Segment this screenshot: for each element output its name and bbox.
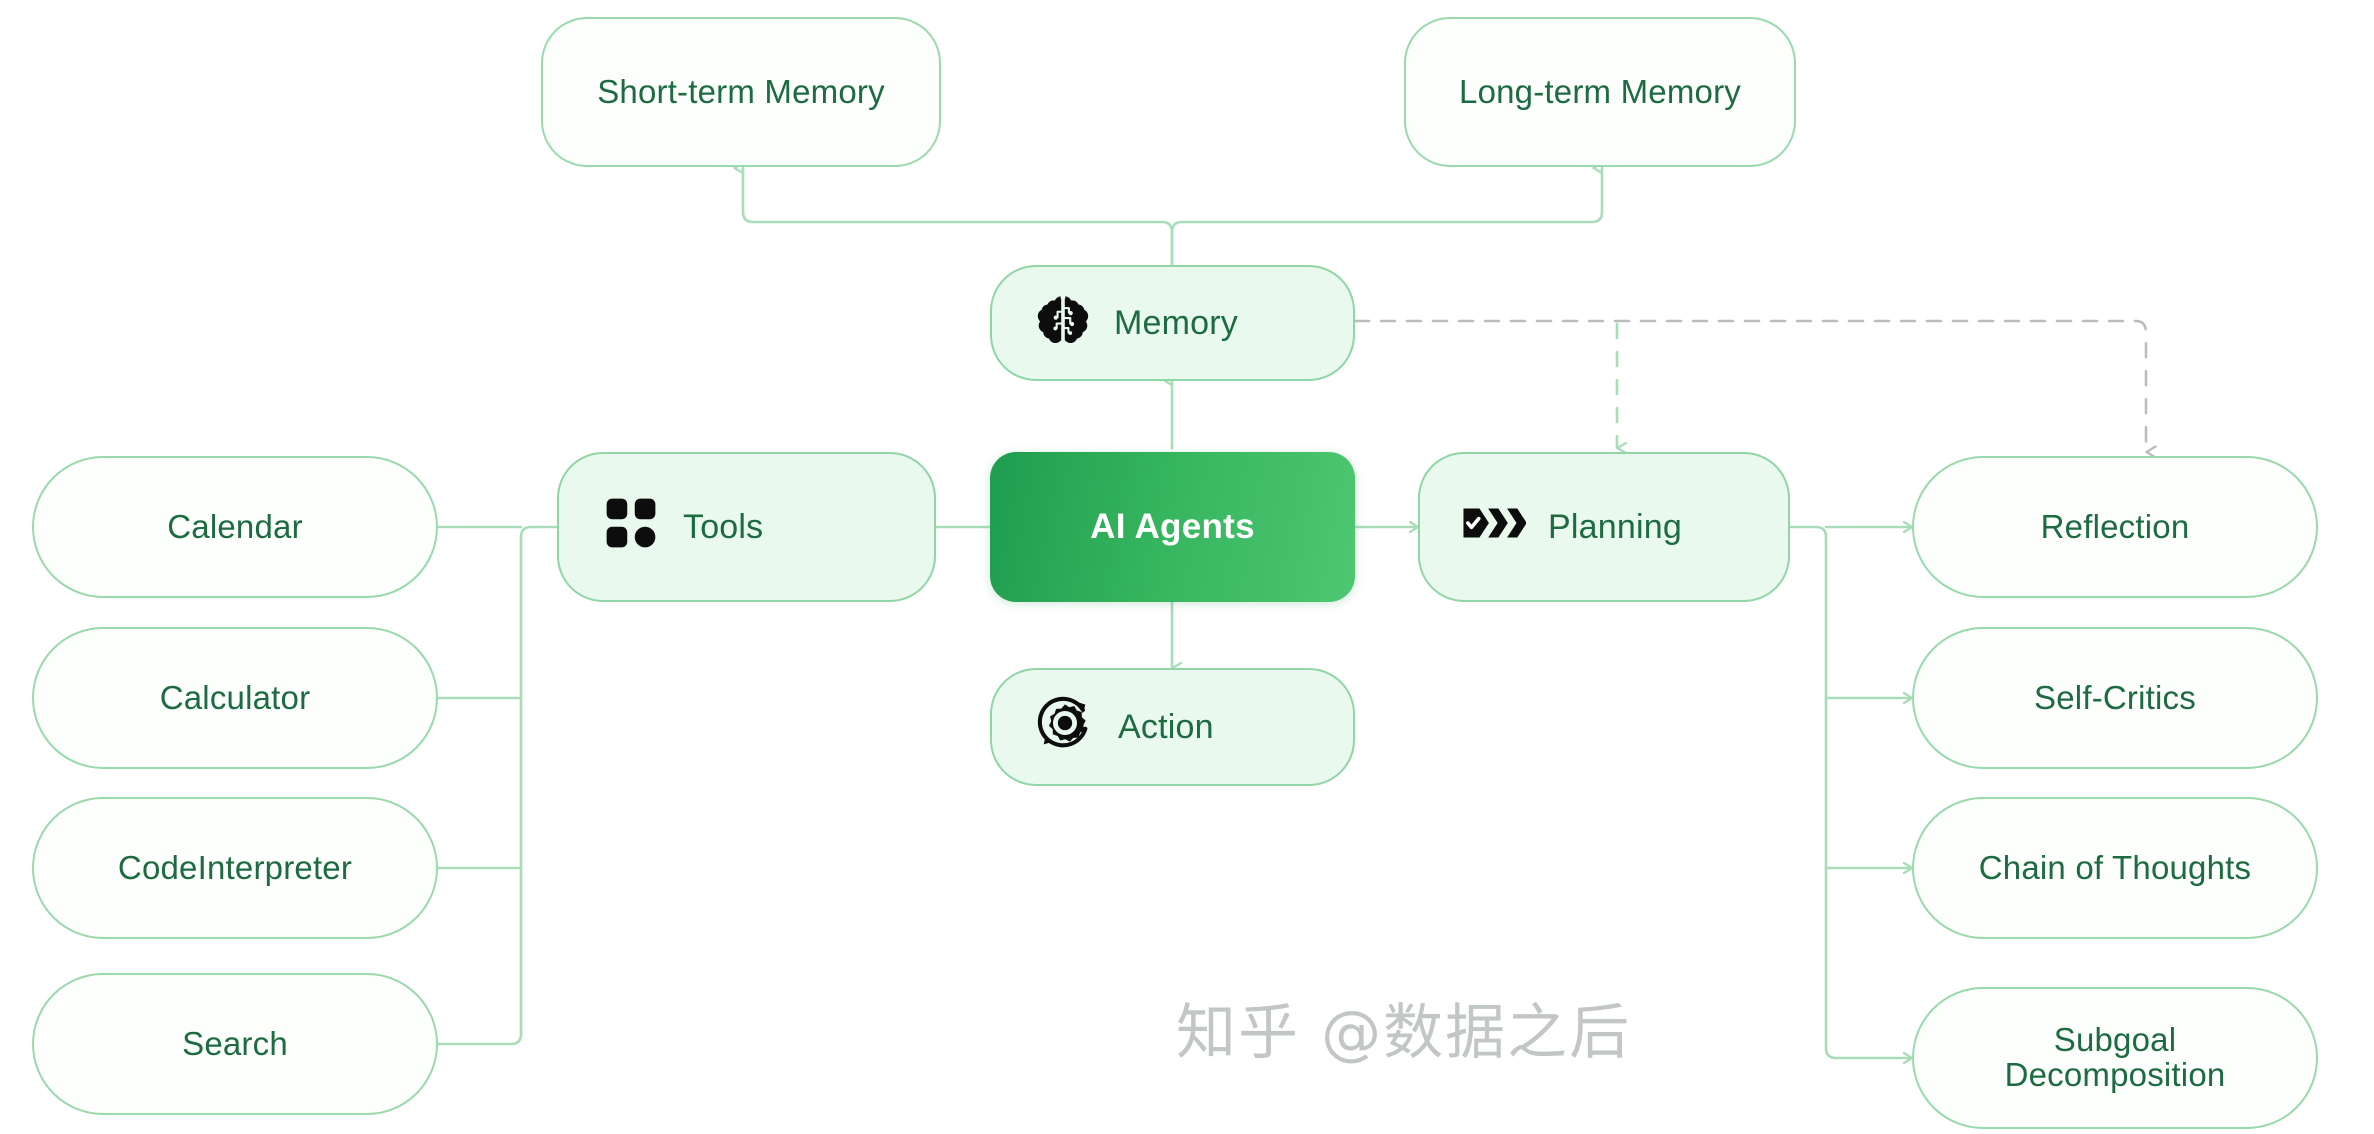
node-codeinterpreter[interactable]: CodeInterpreter [32,797,438,939]
node-memory[interactable]: Memory [990,265,1355,381]
node-label: Calendar [167,508,303,545]
node-tools[interactable]: Tools [557,452,936,602]
node-label: Planning [1548,507,1682,546]
node-label: AI Agents [1090,507,1255,546]
node-label: Chain of Thoughts [1978,849,2252,886]
node-label: CodeInterpreter [117,849,353,886]
node-subgoal-decomposition[interactable]: Subgoal Decomposition [1912,987,2318,1129]
node-label: Long-term Memory [1459,73,1741,110]
node-label: Calculator [159,679,311,716]
node-label: Self-Critics [2034,679,2196,716]
check-chevrons-icon [1462,500,1527,555]
node-label: Short-term Memory [597,73,885,110]
node-ai-agents[interactable]: AI Agents [990,452,1355,602]
node-long-term-memory[interactable]: Long-term Memory [1404,17,1796,167]
node-reflection[interactable]: Reflection [1912,456,2318,598]
node-search[interactable]: Search [32,973,438,1115]
node-calculator[interactable]: Calculator [32,627,438,769]
node-label-line2: Decomposition [2004,1056,2226,1093]
gear-refresh-icon [1034,692,1096,763]
node-label-line1: Subgoal [2053,1021,2177,1059]
node-self-critics[interactable]: Self-Critics [1912,627,2318,769]
grid-apps-icon [601,493,661,562]
node-planning[interactable]: Planning [1418,452,1790,602]
node-short-term-memory[interactable]: Short-term Memory [541,17,941,167]
node-label: Tools [683,507,764,546]
node-label: Memory [1114,303,1238,342]
node-label: Action [1118,707,1214,746]
node-label: Reflection [2040,508,2190,545]
node-action[interactable]: Action [990,668,1355,786]
node-label: Search [182,1025,288,1062]
node-chain-of-thoughts[interactable]: Chain of Thoughts [1912,797,2318,939]
node-calendar[interactable]: Calendar [32,456,438,598]
brain-icon [1034,290,1092,357]
